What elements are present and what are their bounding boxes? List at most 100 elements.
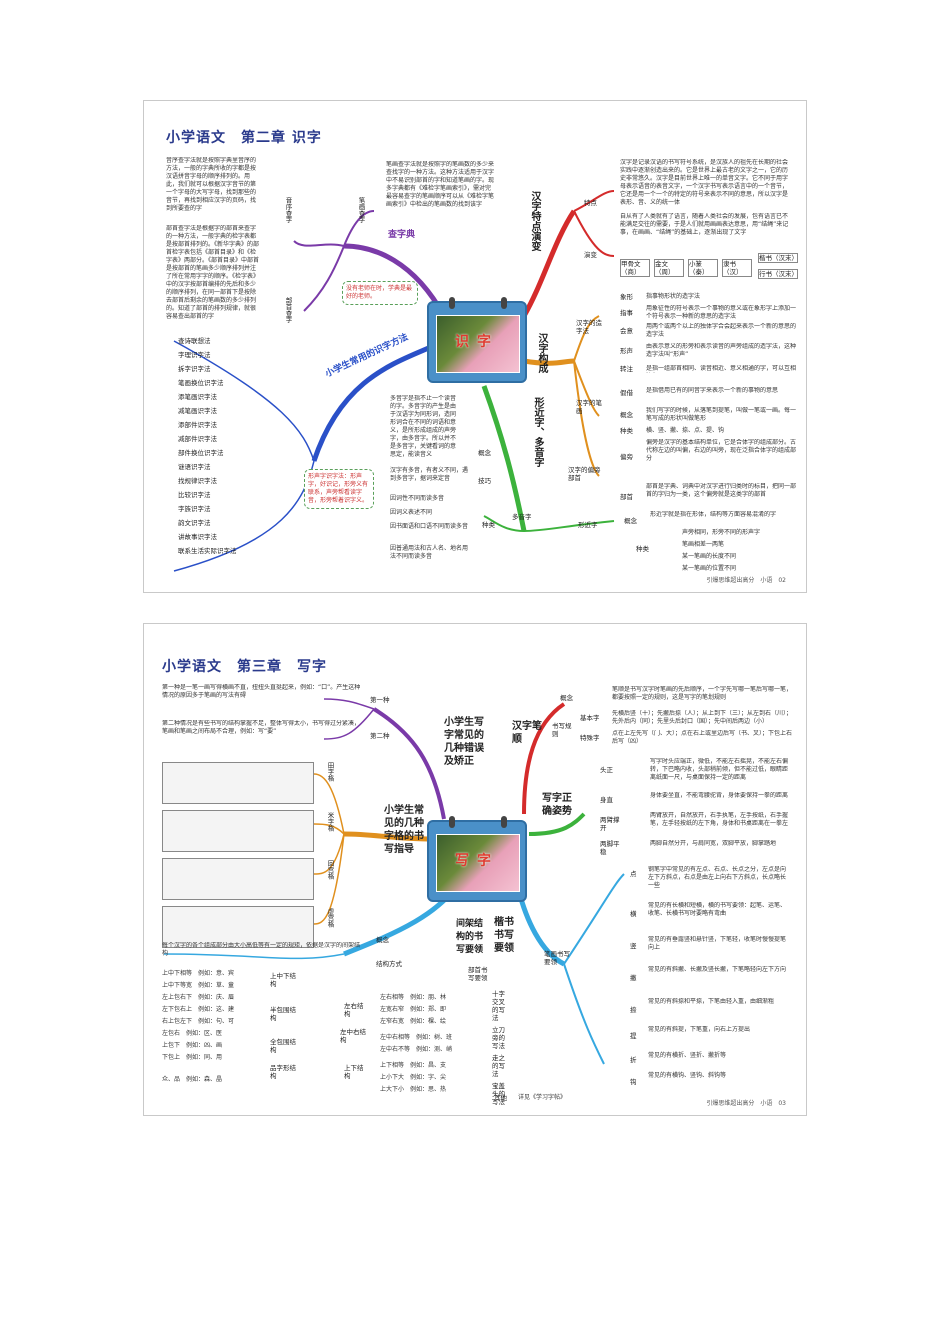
label-xingjin: 形近字 — [578, 521, 598, 529]
center-title: 识字 — [455, 334, 499, 350]
grid-illustration-xu — [162, 906, 314, 948]
mindmap-panel-shizi: 小学语文 第二章 识字 识字 查字典 音序查字 部首查字 笔画查字 音序查字法就 — [143, 100, 807, 593]
methods-list: 查诗联想法 字理识字法 拆字识字法 笔画换位识字法 添笔画识字法 减笔画识字法 … — [178, 337, 258, 561]
stroke-desc: 钢笔字中常见的有左点、右点、长点之分，左点是向左下方斜点，右点是由左上向右下方斜… — [648, 866, 787, 889]
frame-example: 左中右相等 例如：树、班 — [380, 1034, 453, 1041]
error-text: 第二种情况是有些书写的结构掌握不足，整体写得太小，书写得过分紧凑，笔画和笔画之间… — [162, 720, 361, 735]
zaozi-desc: 是指借用已有的同音字来表示一个新的事物的意思 — [646, 387, 779, 394]
frame-example: 上中下等宽 例如：草、童 — [162, 982, 235, 989]
similar-kind: 某一笔画的位置不同 — [682, 565, 737, 572]
branch-frame: 间架结构的书写要领 — [456, 919, 484, 955]
zaozi-type: 会意 — [620, 327, 633, 335]
evo-feature-text2: 自从有了人类就有了语言，随着人类社会的发展，包有语言已不能满足交往的需要，于是人… — [620, 213, 789, 236]
duoyin-kind: 因书面语和口语不同而读多音 — [390, 523, 469, 530]
frame-example: 上下相等 例如：昌、支 — [380, 1062, 447, 1069]
frame-example: 左宽右窄 例如：郑、即 — [380, 1006, 447, 1013]
dict-bushou: 部首查字 — [284, 297, 292, 323]
evo-feature: 特点 — [584, 199, 597, 207]
page-footer: 引爆思维超出高分 小语 03 — [706, 1100, 786, 1107]
grid-item: 田字格 — [326, 762, 334, 782]
dict-bushou-text: 部首查字法是根据字的部首来查字的一种方法，一般字典的检字表都是按部首排列的。《新… — [166, 225, 260, 320]
stroke-desc: 常见的有横折、竖折、撇折等 — [648, 1052, 727, 1059]
zaozi-desc: 是指一组部首相同、读音相近、意义相通的字，可以互相注释 — [646, 365, 796, 372]
pianpang-sub: 部首 — [620, 493, 633, 501]
center-node: 写字 — [427, 816, 527, 902]
dict-pinyin: 音序查字 — [284, 197, 292, 223]
branch-order: 汉字笔顺 — [512, 721, 542, 745]
frame-method: 结构方式 — [376, 960, 402, 968]
evo-evolve: 演变 — [584, 251, 597, 259]
evolve-step: 金文（周） — [654, 259, 684, 277]
stroke-name: 点 — [630, 870, 637, 878]
frame-concept-text: 每个汉字的各个组成部分由大小高低等有一定的规矩，依据是汉字的间架结构 — [162, 942, 361, 957]
stroke-desc: 常见的有斜捺和平捺，下笔由轻入重，由细渐粗 — [648, 998, 775, 1005]
evolve-step: 小篆（秦） — [688, 259, 718, 277]
bushou-list: 十字交叉的写法 立刀旁的写法 走之的写法 宝盖头的写法 — [492, 990, 582, 1106]
bushou-item: 走之的写法 — [492, 1054, 505, 1078]
flower-photo — [436, 834, 520, 892]
pianpang-desc: 部首是字典、词典中对汉字进行归类时的标目，把同一部首的字归为一类，这个偏旁就是这… — [646, 483, 796, 498]
similar-kind: 声旁相同，形旁不同的形声字 — [682, 529, 761, 536]
evolve-chain: 甲骨文（商） 金文（周） 小篆（秦） 隶书（汉） 楷书（汉末） 行书（汉末） — [620, 253, 800, 283]
binder-ring — [449, 297, 455, 309]
branch-evolution: 汉字特点演变 — [529, 191, 540, 251]
grid-item: 回宫格 — [326, 860, 334, 880]
frame-example: 下包上 例如：同、用 — [162, 1054, 223, 1061]
grid-item: 虚宫格 — [326, 908, 334, 928]
method-item: 笔画换位识字法 — [178, 379, 224, 387]
method-item: 字理识字法 — [178, 351, 211, 359]
zaozi-type: 象形 — [620, 293, 633, 301]
duoyin-kind: 因词性不同而读多音 — [390, 495, 445, 502]
frame-example: 左中右不等 例如：测、峭 — [380, 1046, 453, 1053]
posture-text: 两臂放开，自然放开，右手执笔，左手按纸，右手握笔，左手轻按纸的左下角，身体和书桌… — [650, 812, 789, 827]
kaishu-bihua: 笔画书写要领 — [544, 950, 570, 966]
dict-bihua: 笔画查字 — [357, 197, 365, 223]
zaozi-desc: 指事物形状的造字法 — [646, 293, 701, 300]
stroke-name: 钩 — [630, 1078, 637, 1086]
similar-kind: 笔画相差一两笔 — [682, 541, 725, 548]
frame-type: 上下结构 — [344, 1064, 364, 1080]
duoyin-kind: 因普通用法和古人名、地名用法不同而读多音 — [390, 545, 469, 560]
frame-type: 全包围结构 — [270, 1038, 296, 1054]
duoyin-concept-text: 多音字是指不止一个读音的字。多音字的产生是由于汉语字为同形词，造同形词合在不同的… — [390, 395, 457, 457]
bushou-item: 十字交叉的写法 — [492, 990, 505, 1022]
grid-illustration-mi — [162, 810, 314, 852]
frame-type: 左中右结构 — [340, 1028, 366, 1044]
method-item: 比较识字法 — [178, 491, 211, 499]
branch-grids: 小学生常见的几种字格的书写指导 — [384, 805, 424, 855]
misc-text: 详见《学习字帖》 — [518, 1094, 567, 1101]
order-special: 特殊字 — [580, 734, 600, 742]
frame-type: 品字形结构 — [270, 1064, 296, 1080]
kaishu-bushou: 部首书写要领 — [468, 966, 488, 982]
frame-examples-right: 左右相等 例如：朋、林 左宽右窄 例如：郑、即 左窄右宽 例如：棵、绘 左中右相… — [380, 994, 470, 1104]
method-item: 拆字识字法 — [178, 365, 211, 373]
branch-kaishu: 楷书书写要领 — [494, 917, 514, 954]
order-concept: 概念 — [560, 694, 573, 702]
frame-type: 上中下结构 — [270, 972, 296, 988]
frame-example: 左下包右上 例如：这、建 — [162, 1006, 235, 1013]
bushou-item: 立刀旁的写法 — [492, 1026, 505, 1050]
method-item: 谜语识字法 — [178, 463, 211, 471]
duoyin-tip-text: 汉字有多音，有者义不同，遇到多音字，据词来定音 — [390, 467, 469, 482]
frame-example: 众、品 例如：森、晶 — [162, 1076, 223, 1083]
stroke-desc: 常见的有长横和短横，横的书写要领：起笔、运笔、收笔、长横书写时要略有弯曲 — [648, 902, 787, 917]
struct-bihua: 汉字的笔画 — [576, 399, 602, 415]
zaozi-type: 形声 — [620, 347, 633, 355]
stroke-desc: 常见的有斜提，下笔重，向右上方提出 — [648, 1026, 751, 1033]
stroke-name: 撇 — [630, 974, 637, 982]
order-basic-text: 先横后竖（十）；先撇后捺（人）；从上到下（三）；从左到右（川）；先外后内（同）；… — [612, 710, 792, 725]
binder-ring — [501, 816, 507, 828]
stroke-name: 折 — [630, 1056, 637, 1064]
posture-text: 两脚自然分开，与肩同宽，双脚平放，脚掌踏地 — [650, 840, 777, 847]
panel-title: 小学语文 第二章 识字 — [166, 130, 322, 146]
order-special-text: 点在上左先写（门、大）；点在右上或里边后写（书、叉）；下包上右后写（凶） — [612, 730, 792, 745]
method-tip: 形声字识字法：形声字，好识记，形旁义有联系，声旁帮看读字音，形旁帮着识字义。 — [304, 469, 374, 509]
zaozi-desc: 用两个或两个以上的独体字合会起来表示一个新的意思的造字法 — [646, 323, 796, 338]
similar-kinds: 种类 — [636, 545, 649, 553]
order-rules: 书写规则 — [552, 722, 572, 738]
frame-type: 左右结构 — [344, 1002, 364, 1018]
posture-text: 写字时头应端正，微低，不能左右摇晃，不能左右偏转，下巴略内收，头部稍前倾，但不能… — [650, 758, 789, 781]
method-item: 找规律识字法 — [178, 477, 217, 485]
binder-ring — [501, 297, 507, 309]
error-text: 第一种是一笔一画写得横画不直，扭扭头直挺起来，例如：“口”。产生这种情况的原因多… — [162, 684, 361, 699]
